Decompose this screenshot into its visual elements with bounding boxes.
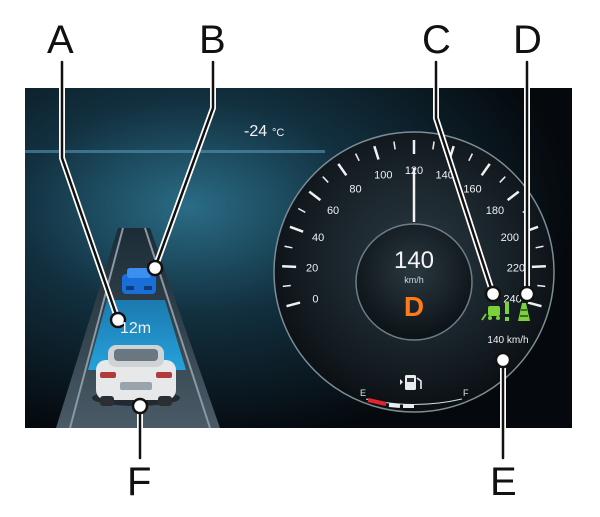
speedometer-tick-label: 20: [306, 263, 318, 275]
speedometer-major-tick: [308, 190, 322, 202]
callout-letter-f: F: [127, 460, 152, 504]
callout-letter-c: C: [422, 18, 451, 62]
speedometer-tick-label: 60: [327, 205, 339, 217]
speedometer-tick-label: 0: [312, 293, 318, 305]
lane-assist-steering-icon: [481, 306, 500, 321]
speedometer-major-tick: [289, 225, 304, 233]
speedometer-bezel: [273, 131, 555, 413]
fuel-full-label: F: [463, 388, 469, 398]
speedometer-tick-label: 180: [486, 205, 504, 217]
ego-car: [92, 345, 180, 406]
speedometer-minor-tick: [282, 284, 291, 288]
set-speed-label: 140 km/h: [487, 335, 528, 346]
callout-lines: [59, 59, 530, 461]
lead-car: [122, 268, 156, 294]
speedometer-major-tick: [282, 264, 297, 269]
speedometer-major-tick: [506, 190, 520, 202]
fuel-level-low: [367, 398, 387, 406]
horizon-line: [25, 150, 325, 153]
speedometer-minor-tick: [468, 153, 474, 162]
speedometer-tick-label: 140: [435, 170, 453, 182]
speedometer-tick-label: 200: [501, 232, 519, 244]
speedometer-minor-tick: [297, 207, 306, 214]
fuel-level-segment: [388, 403, 401, 408]
callout-letter-b: B: [199, 18, 226, 62]
speedometer-major-tick: [337, 163, 348, 177]
speed-center-display: [355, 223, 473, 341]
speedometer-minor-tick: [535, 245, 544, 249]
road-edge-left: [69, 227, 124, 429]
speedometer-tick-label: 40: [312, 232, 324, 244]
current-speed-value: 140: [394, 247, 434, 274]
speedometer-minor-tick: [284, 245, 293, 249]
speedometer-minor-tick: [537, 284, 546, 288]
speedometer-major-tick: [527, 301, 542, 308]
speedometer-major-tick: [531, 264, 546, 269]
lane-keeping-icon: [518, 303, 530, 321]
callout-dots: [109, 259, 536, 415]
speedometer-minor-tick: [354, 153, 360, 162]
speedometer-tick-label: 220: [507, 263, 525, 275]
speedometer-minor-tick: [393, 141, 396, 150]
gear-indicator: D: [404, 291, 424, 322]
fuel-empty-label: E: [360, 388, 366, 398]
speedometer-major-tick: [286, 301, 301, 308]
speedometer-minor-tick: [499, 176, 506, 183]
speedometer-tick-label: 100: [374, 170, 392, 182]
speedometer-minor-tick: [432, 141, 435, 150]
current-speed-unit: km/h: [404, 275, 424, 285]
outside-temperature-unit: °C: [272, 127, 284, 139]
speedometer-major-tick: [373, 145, 380, 160]
outside-temperature-value: -24: [244, 123, 267, 140]
speedometer-tick-label: 80: [349, 183, 361, 195]
following-distance-label: 12m: [120, 320, 151, 337]
callout-letter-d: D: [513, 18, 542, 62]
speedometer-tick-label: 160: [463, 183, 481, 195]
speedometer-major-tick: [480, 163, 491, 177]
speedometer-minor-tick: [322, 176, 329, 183]
warning-exclamation-icon: [505, 302, 509, 321]
fuel-pump-icon: [400, 375, 422, 390]
callout-letter-a: A: [47, 18, 74, 62]
callout-letter-e: E: [490, 460, 517, 504]
